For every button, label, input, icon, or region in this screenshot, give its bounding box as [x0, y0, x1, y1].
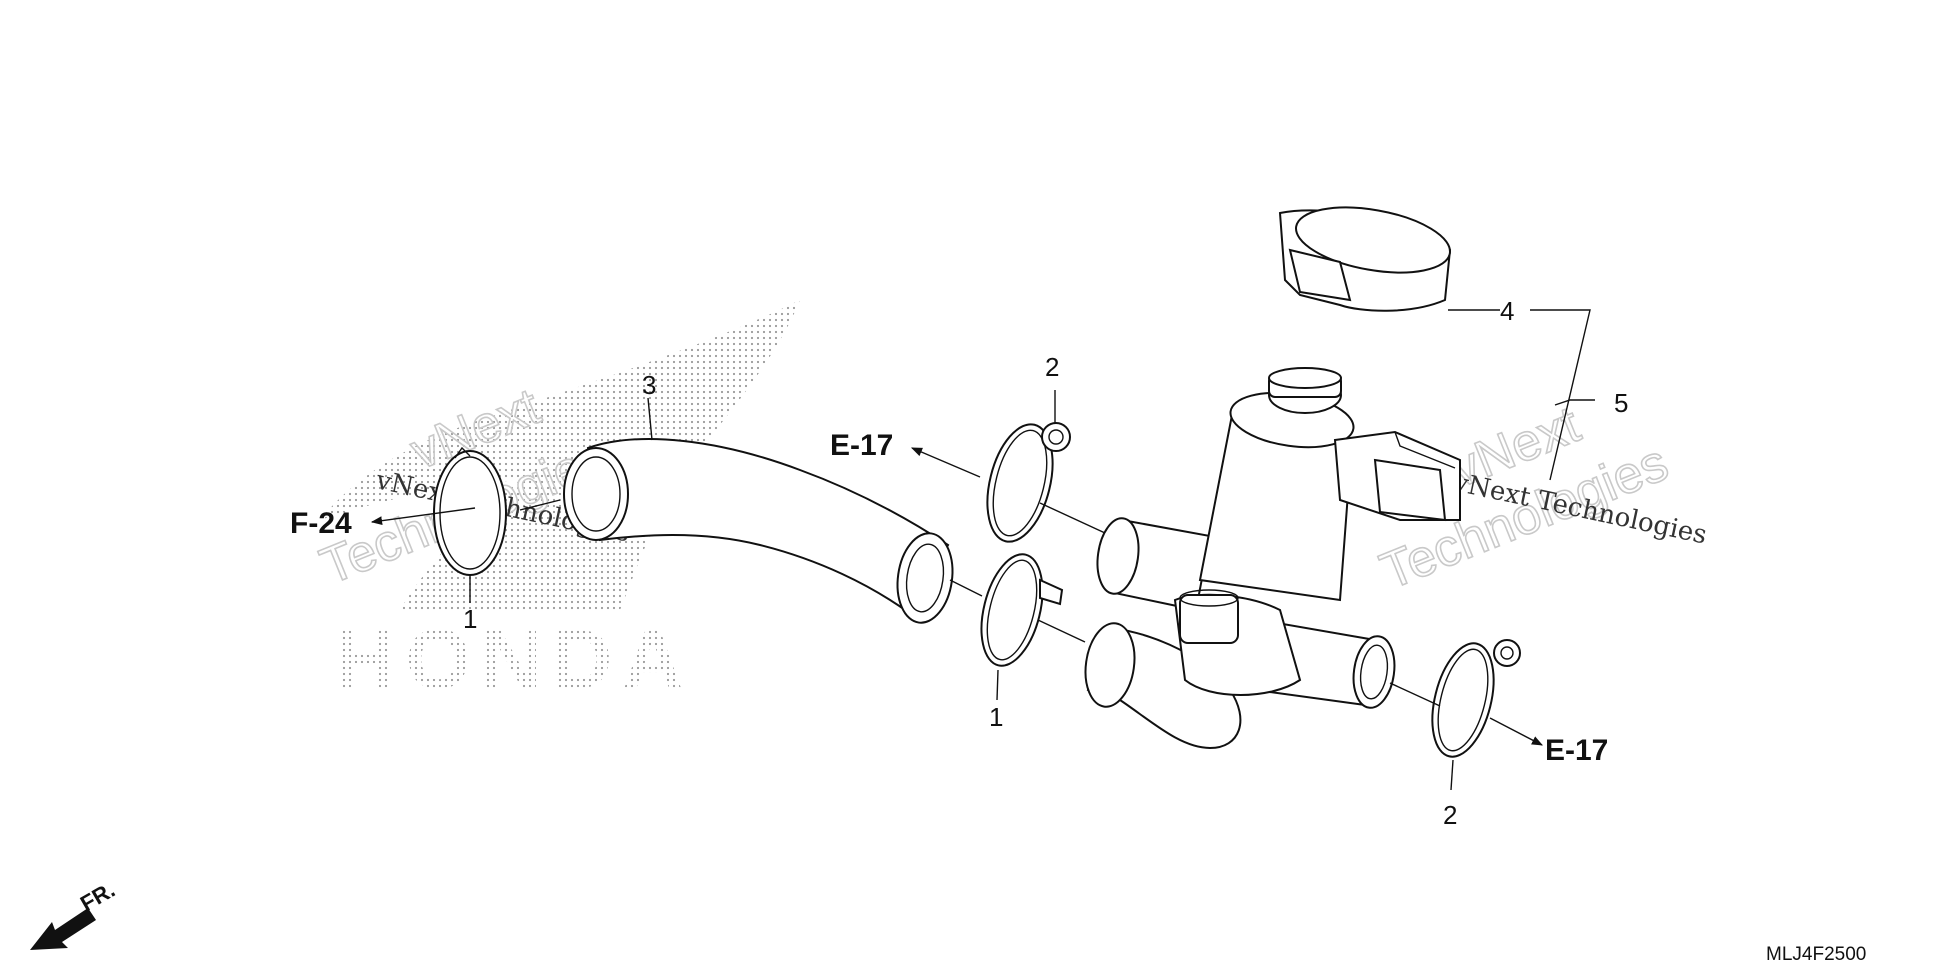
- assembly-lines: [519, 499, 1441, 707]
- f24-arrow: [370, 507, 476, 526]
- e17-top-arrow: [910, 447, 981, 478]
- brand-watermark: HONDA: [320, 300, 800, 706]
- callout-2-top: 2: [1045, 352, 1059, 382]
- front-arrow-icon: [30, 908, 96, 950]
- water-hose: [563, 438, 954, 624]
- front-indicator: FR.: [30, 877, 119, 950]
- callout-4: 4: [1500, 296, 1514, 326]
- clamp-middle: [980, 553, 1064, 667]
- ref-f24: F-24: [290, 507, 352, 540]
- clamp-upper: [986, 422, 1071, 543]
- reference-arrows: [370, 447, 1543, 746]
- callout-5: 5: [1614, 388, 1628, 418]
- wing-logo-icon: [320, 300, 800, 610]
- ref-e17-bottom: E-17: [1545, 734, 1608, 767]
- front-label: FR.: [76, 877, 119, 916]
- connector-cap: [1278, 206, 1452, 312]
- ref-e17-top: E-17: [830, 429, 893, 462]
- callout-3: 3: [642, 370, 656, 400]
- callout-1-mid: 1: [989, 702, 1003, 732]
- callout-2-bottom: 2: [1443, 800, 1457, 830]
- clamp-lower-right: [1431, 639, 1521, 758]
- callout-1-left: 1: [463, 604, 477, 634]
- brand-text: HONDA: [335, 612, 693, 706]
- solenoid-valve: [1084, 367, 1461, 750]
- diagram-code: MLJ4F2500: [1766, 944, 1866, 965]
- e17-bottom-arrow: [1489, 717, 1543, 746]
- leader-lines: [469, 309, 1595, 791]
